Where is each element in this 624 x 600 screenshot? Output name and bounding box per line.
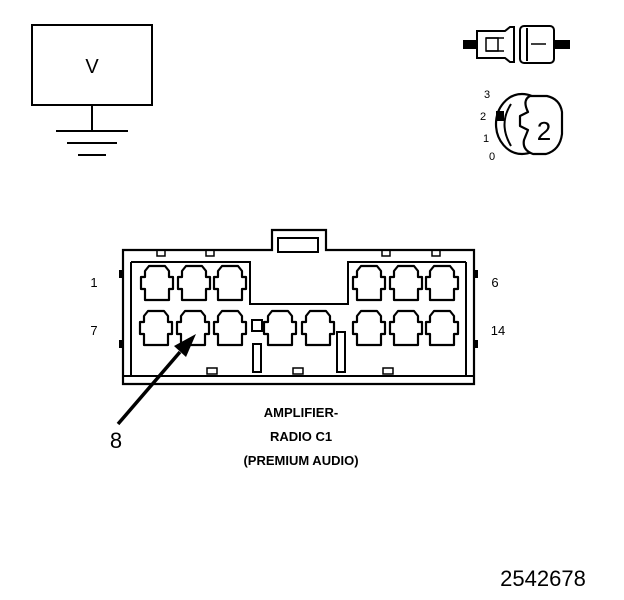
switch-position-0: 0: [489, 151, 495, 163]
ignition-switch-icon: 3 2 1 0 2: [480, 89, 564, 163]
voltmeter-symbol: V: [31, 24, 153, 156]
pointer-arrow: [116, 334, 196, 426]
switch-selected-position: 2: [537, 116, 551, 146]
figure-id: 2542678: [500, 566, 586, 591]
switch-indicator-mark: [496, 111, 504, 121]
pin-label-1: 1: [90, 275, 97, 290]
pin-label-6: 6: [491, 275, 498, 290]
connector-title-line1: AMPLIFIER-: [264, 405, 338, 420]
connector-title-line3: (PREMIUM AUDIO): [243, 453, 358, 468]
switch-position-3: 3: [484, 89, 490, 101]
switch-position-2: 2: [480, 111, 486, 123]
pin-label-14: 14: [491, 323, 505, 338]
voltmeter-label: V: [85, 56, 99, 78]
connector-title-line2: RADIO C1: [270, 429, 332, 444]
pointer-label: 8: [110, 428, 122, 453]
pin-label-7: 7: [90, 323, 97, 338]
switch-position-1: 1: [483, 133, 489, 145]
connector-plug-icon: [463, 25, 570, 64]
connector-face: [119, 228, 478, 386]
connector-latch: [277, 237, 319, 253]
ground-icon: [56, 130, 128, 156]
